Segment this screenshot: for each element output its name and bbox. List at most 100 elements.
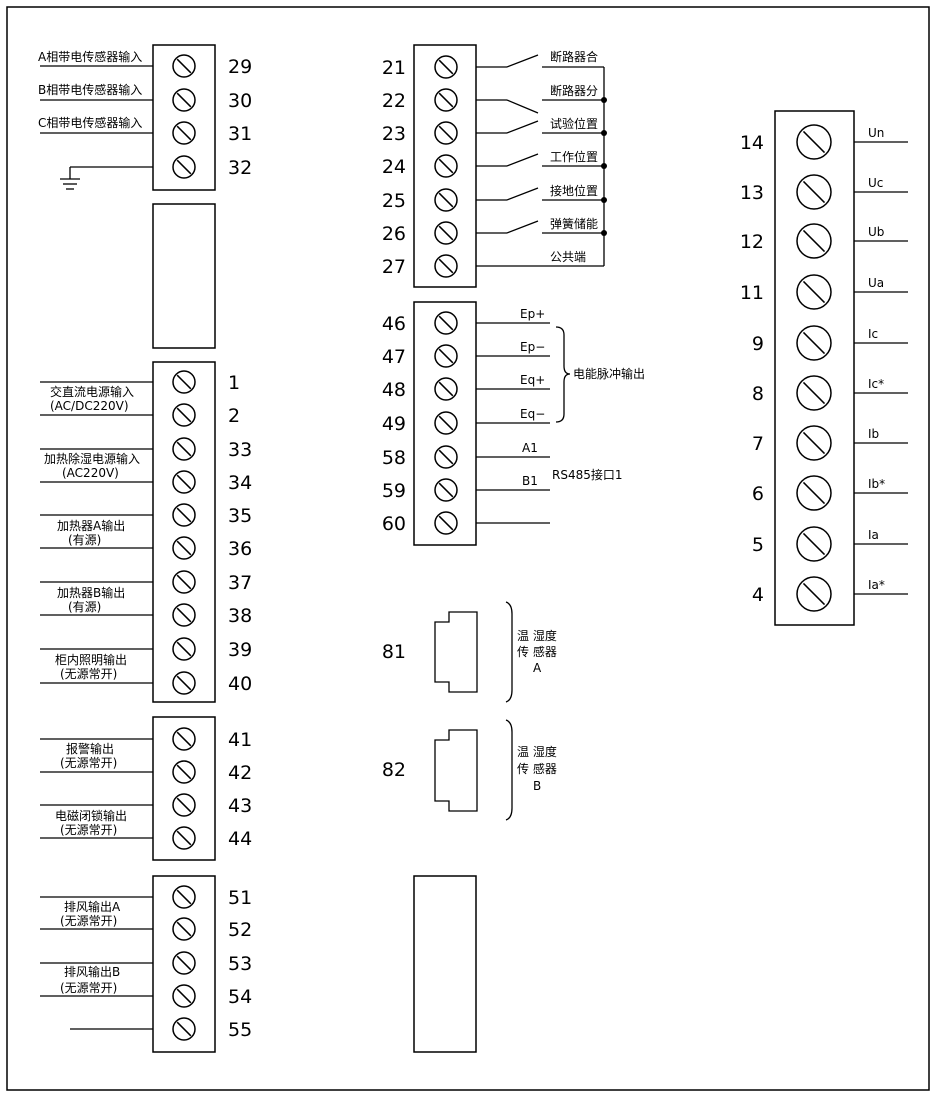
label-alarm-output-spec: (无源常开)	[60, 756, 117, 770]
label-heater-a-spec: (有源)	[68, 533, 101, 547]
screw-terminal-icon	[796, 526, 832, 562]
terminal-number: 37	[228, 572, 252, 594]
junction-dot	[601, 163, 607, 169]
label-em-lock-output-spec: (无源常开)	[60, 823, 117, 837]
terminal-number: 11	[740, 282, 764, 304]
terminal-number: 34	[228, 472, 252, 494]
signal-eq-minus: Eq−	[520, 407, 545, 421]
terminal-number: 52	[228, 919, 252, 941]
screw-slot	[802, 481, 826, 505]
terminal-number: 38	[228, 605, 252, 627]
screw-slot	[438, 515, 454, 531]
terminal-number: 46	[382, 313, 406, 335]
terminal-number: 5	[752, 534, 764, 556]
screw-terminal-icon	[434, 88, 458, 112]
screw-slot	[176, 159, 192, 175]
label-exhaust-b-spec: (无源常开)	[60, 981, 117, 995]
terminal-number: 43	[228, 795, 252, 817]
terminal-number: 1	[228, 372, 240, 394]
contact-work-position	[506, 153, 604, 167]
screw-terminal-icon	[434, 188, 458, 212]
sensor-label-line3: B	[533, 779, 541, 793]
screw-slot	[176, 58, 192, 74]
screw-slot	[176, 474, 192, 490]
terminal-number: 44	[228, 828, 252, 850]
screw-terminal-icon	[172, 793, 196, 817]
brace	[505, 601, 513, 703]
sensor-number: 82	[382, 759, 406, 781]
terminal-number: 39	[228, 639, 252, 661]
terminal-number: 12	[740, 231, 764, 253]
label-rs485: RS485接口1	[552, 467, 623, 482]
right-block: Un Uc Ub Ua Ic Ic* Ib Ib* Ia Ia* 1413121…	[740, 110, 908, 626]
label-exhaust-a: 排风输出A	[64, 899, 121, 914]
screw-slot	[438, 381, 454, 397]
screw-terminal-icon	[434, 511, 458, 535]
screw-slot	[438, 315, 454, 331]
screw-slot	[802, 381, 826, 405]
screw-terminal-icon	[172, 984, 196, 1008]
screw-terminal-icon	[172, 155, 196, 179]
terminal-number: 26	[382, 223, 406, 245]
signal-b1: B1	[522, 474, 538, 488]
label-work-position: 工作位置	[550, 149, 598, 164]
label-heater-b: 加热器B输出	[57, 585, 125, 600]
screw-slot	[176, 641, 192, 657]
terminal-number: 35	[228, 505, 252, 527]
contact-ground-position	[506, 187, 604, 201]
screw-slot	[176, 675, 192, 691]
signal-ib: Ib	[868, 427, 879, 441]
sensor-connector-b: 82 温 湿度 传 感器 B	[382, 719, 557, 821]
screw-terminal-icon	[172, 917, 196, 941]
screw-slot	[802, 582, 826, 606]
contact-test-position	[506, 120, 604, 134]
screw-slot	[438, 449, 454, 465]
screw-slot	[176, 507, 192, 523]
terminal-number: 23	[382, 123, 406, 145]
screw-slot	[438, 482, 454, 498]
sensor-label-line3: A	[533, 661, 542, 675]
signal-eq-plus: Eq+	[520, 373, 545, 387]
terminal-number: 31	[228, 123, 252, 145]
terminal-number: 21	[382, 57, 406, 79]
screw-slot	[438, 59, 454, 75]
label-pulse-output: 电能脉冲输出	[573, 366, 645, 381]
blank-module-middle	[413, 875, 477, 1053]
screw-terminal-icon	[172, 760, 196, 784]
signal-ep-plus: Ep+	[520, 307, 545, 321]
terminal-number: 42	[228, 762, 252, 784]
label-cabinet-light: 柜内照明输出	[55, 652, 127, 667]
screw-slot	[176, 797, 192, 813]
screw-slot	[802, 229, 826, 253]
screw-slot	[176, 125, 192, 141]
label-c-phase-sensor: C相带电传感器输入	[38, 115, 142, 130]
screw-slot	[802, 331, 826, 355]
screw-terminal-icon	[172, 885, 196, 909]
ground-icon	[60, 167, 80, 190]
screw-slot	[438, 92, 454, 108]
signal-ep-minus: Ep−	[520, 340, 545, 354]
left-block-3: 交直流电源输入 (AC/DC220V) 加热除湿电源输入 (AC220V) 加热…	[40, 361, 252, 703]
screw-terminal-icon	[796, 124, 832, 160]
screw-terminal-icon	[434, 311, 458, 335]
screw-terminal-icon	[796, 174, 832, 210]
terminal-number: 25	[382, 190, 406, 212]
terminal-number: 33	[228, 439, 252, 461]
screw-terminal-icon	[172, 570, 196, 594]
screw-terminal-icon	[434, 121, 458, 145]
screw-slot	[438, 125, 454, 141]
screw-slot	[438, 192, 454, 208]
middle-block-2: Ep+ Ep− Eq+ Eq− A1 B1 电能脉冲输出 RS485接口1 46…	[382, 301, 645, 546]
screw-slot	[176, 731, 192, 747]
label-test-position: 试验位置	[550, 116, 598, 131]
sensor-connector-a: 81 温 湿度 传 感器 A	[382, 601, 557, 703]
terminal-strip	[413, 301, 477, 546]
terminal-number: 9	[752, 333, 764, 355]
contact-breaker-open	[506, 99, 604, 114]
